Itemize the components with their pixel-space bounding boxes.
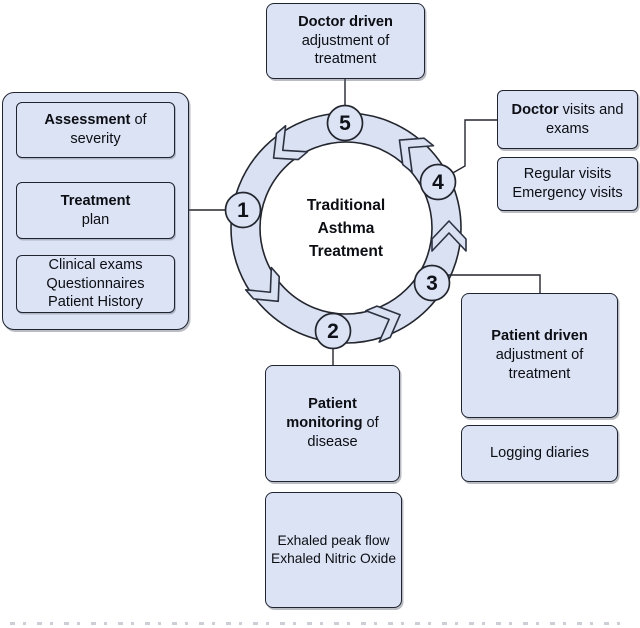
step-number: 4 (432, 171, 444, 194)
step-circle-1 (224, 191, 262, 229)
step-number: 5 (339, 112, 351, 135)
cycle-ring-inner-edge (259, 141, 433, 315)
cycle-arrow-icon (244, 266, 281, 303)
connector-line (450, 119, 497, 175)
box-logging-diaries: Logging diaries (461, 425, 618, 482)
cropped-caption-remnant (10, 622, 630, 625)
cycle-arrow-icon (431, 220, 467, 252)
step-circle-4 (419, 163, 457, 201)
cycle-arrow-icon (398, 137, 435, 173)
step-circle-5 (326, 104, 364, 142)
step-number: 2 (327, 320, 339, 343)
step-circle-2 (314, 312, 352, 350)
cycle-arrow-icon (272, 124, 309, 161)
step-number: 1 (237, 199, 249, 222)
step-circle-3 (413, 264, 451, 302)
connector-line (447, 274, 541, 293)
step-number: 3 (426, 272, 438, 295)
cycle-arrow-icon (365, 305, 401, 343)
